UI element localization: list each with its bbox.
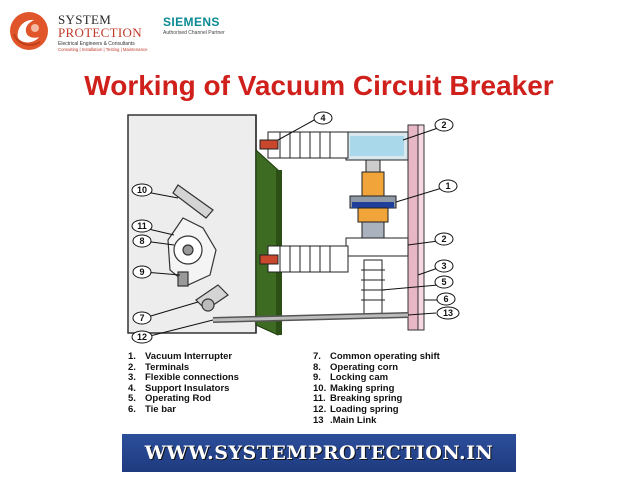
partner-tagline: Authorised Channel Partner (163, 30, 225, 36)
legend-num: 7. (313, 351, 321, 362)
legend-num: 3. (128, 372, 136, 384)
legend-num: 11. (313, 393, 326, 405)
legend-label: Making spring (330, 382, 395, 394)
callout-5 (434, 275, 454, 289)
brand-block: SYSTEM PROTECTION Electrical Engineers &… (58, 13, 178, 53)
callout-1 (438, 179, 458, 193)
legend-item: 7. Common operating shift (313, 351, 440, 363)
legend-item: 6. Tie bar (128, 403, 239, 416)
legend-num: 13 (313, 414, 324, 426)
callout-4 (313, 111, 333, 125)
legend-item: 4. Support Insulators (128, 382, 239, 395)
legend-num: 2. (128, 361, 136, 373)
legend-num: 8. (313, 361, 321, 373)
callout-label-5: 5 (441, 277, 446, 287)
legend-label: .Main Link (330, 414, 377, 426)
slide-title: Working of Vacuum Circuit Breaker (84, 70, 554, 101)
callout-9 (132, 265, 152, 279)
legend-item: 8. Operating corn (313, 361, 440, 374)
legend-num: 1. (128, 351, 136, 362)
callout-label-3: 3 (441, 261, 446, 271)
legend-num: 6. (128, 403, 136, 415)
legend-left: 1. Vacuum Interrupter 2. Terminals 3. Flexi… (128, 351, 239, 416)
brand-tagline: Electrical Engineers & Consultants (58, 41, 135, 47)
legend-label: Vacuum Interrupter (145, 351, 233, 362)
brand-services: Consulting | Installation | Testing | Ma… (58, 47, 148, 52)
callout-2b (434, 232, 454, 246)
legend-num: 9. (313, 372, 321, 384)
legend-label: Loading spring (330, 403, 399, 415)
legend-label: Terminals (145, 361, 190, 373)
website-banner[interactable]: WWW.SYSTEMPROTECTION.IN (122, 434, 516, 472)
legend-item: 10.Making spring (313, 382, 440, 395)
callout-label-13: 13 (443, 308, 453, 318)
brand-name-line2: PROTECTION (58, 25, 142, 40)
system-protection-logo-icon (10, 12, 48, 50)
callout-label-6: 6 (443, 294, 448, 304)
brand-name-line1: SYSTEM (58, 12, 112, 27)
callout-10 (131, 183, 153, 197)
legend-num: 4. (128, 382, 136, 394)
callout-label-11: 11 (137, 221, 147, 231)
legend-item: 9. Locking cam (313, 373, 440, 384)
legend-label: Locking cam (330, 372, 389, 384)
partner-name: SIEMENS (163, 15, 220, 29)
callout-2a (434, 118, 454, 132)
legend-item: 1. Vacuum Interrupter (128, 351, 239, 363)
legend-label: Flexible connections (145, 372, 239, 384)
callout-label-4: 4 (320, 113, 325, 123)
website-url[interactable]: WWW.SYSTEMPROTECTION.IN (144, 442, 494, 464)
callout-8 (132, 234, 152, 248)
legend-label: Common operating shift (330, 351, 440, 362)
legend-num: 5. (128, 393, 136, 405)
callout-label-12: 12 (137, 332, 147, 342)
callout-7 (132, 311, 152, 325)
legend-item: 11. Breaking spring (313, 394, 440, 405)
vcb-diagram: 2 1 2 3 5 6 13 4 10 11 8 9 7 12 (127, 111, 460, 344)
callout-13 (436, 306, 460, 320)
callout-label-9: 9 (139, 267, 144, 277)
legend-label: Tie bar (145, 403, 176, 415)
callout-6 (436, 292, 456, 306)
callout-label-8: 8 (139, 236, 144, 246)
legend-label: Operating Rod (145, 393, 211, 405)
legend-item: 2. Terminals (128, 361, 239, 374)
callout-12 (131, 330, 153, 344)
callout-11 (131, 219, 153, 233)
callout-label-7: 7 (139, 313, 144, 323)
legend-item: 12.Loading spring (313, 403, 440, 416)
legend-right: 7. Common operating shift 8. Operating cor… (313, 351, 440, 427)
legend-num: 12. (313, 403, 327, 415)
legend-item: 3. Flexible connections (128, 373, 239, 384)
callout-label-1: 1 (445, 181, 450, 191)
legend-item: 13 .Main Link (313, 414, 440, 427)
legend-num: 10. (313, 382, 327, 394)
callout-label-2b: 2 (441, 234, 446, 244)
partner-block: SIEMENS Authorised Channel Partner (163, 15, 225, 36)
callout-label-2a: 2 (441, 120, 446, 130)
legend-item: 5. Operating Rod (128, 394, 239, 405)
legend-label: Operating corn (330, 361, 399, 373)
legend-label: Breaking spring (330, 393, 403, 405)
callout-label-10: 10 (137, 185, 147, 195)
legend-label: Support Insulators (145, 382, 230, 394)
callout-3 (434, 259, 454, 273)
